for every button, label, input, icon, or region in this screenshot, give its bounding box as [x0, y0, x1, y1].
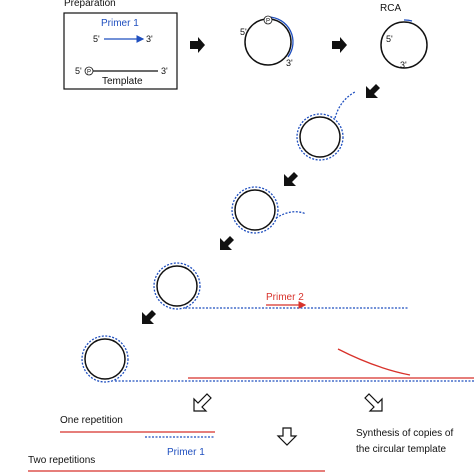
preparation-heading: Preparation	[64, 0, 116, 9]
right-arrow-icon	[190, 37, 205, 53]
template-three-prime: 3'	[161, 66, 168, 76]
copy-strand-stage-2	[231, 186, 279, 234]
copy-strand-stage-3	[153, 262, 201, 310]
circular-template	[244, 18, 292, 66]
phosphate-icon	[263, 15, 273, 25]
rca-three-prime: 3'	[400, 60, 407, 70]
down-left-outline-arrow-icon	[193, 393, 212, 412]
primer1-outcome-label: Primer 1	[167, 447, 205, 458]
circle-stage-2	[234, 189, 276, 231]
ligation-phosphate: P	[266, 19, 270, 25]
diagonal-arrow-icon	[142, 310, 156, 324]
down-right-outline-arrow-icon	[364, 393, 383, 412]
rca-heading: RCA	[380, 3, 401, 14]
synthesis-line-2: the circular template	[356, 444, 446, 455]
displaced-second-strand	[337, 348, 411, 376]
copy-strand-stage-1	[296, 113, 344, 161]
template-five-prime: 5'	[75, 66, 82, 76]
circle-stage-1	[299, 116, 341, 158]
primer-five-prime: 5'	[93, 34, 100, 44]
primer-three-prime: 3'	[146, 34, 153, 44]
phosphate-symbol: P	[87, 70, 91, 76]
circle-stage-4	[84, 338, 126, 380]
two-repetitions-label: Two repetitions	[28, 455, 95, 466]
displaced-strand-stage-1	[334, 91, 356, 119]
diagonal-arrow-icon	[284, 172, 298, 186]
right-arrow-icon	[332, 37, 347, 53]
primer2-label: Primer 2	[266, 292, 304, 303]
template-label: Template	[102, 76, 143, 87]
annealed-primer	[267, 16, 294, 58]
rca-circle	[380, 21, 428, 69]
diagonal-arrow-icon	[220, 236, 234, 250]
displaced-strand-stage-2	[275, 211, 307, 219]
down-outline-arrow-icon	[276, 427, 298, 446]
circle-stage-3	[156, 265, 198, 307]
rca-primer	[403, 19, 413, 22]
rca-five-prime: 5'	[386, 34, 393, 44]
synthesis-line-1: Synthesis of copies of	[356, 428, 453, 439]
preparation-box	[63, 12, 178, 90]
ligation-three-prime: 3'	[286, 58, 293, 68]
diagonal-arrow-icon	[366, 84, 380, 98]
copy-strand-stage-4	[81, 335, 129, 383]
ligation-five-prime: 5'	[240, 27, 247, 37]
one-repetition-label: One repetition	[60, 415, 123, 426]
primer1-label: Primer 1	[101, 18, 139, 29]
